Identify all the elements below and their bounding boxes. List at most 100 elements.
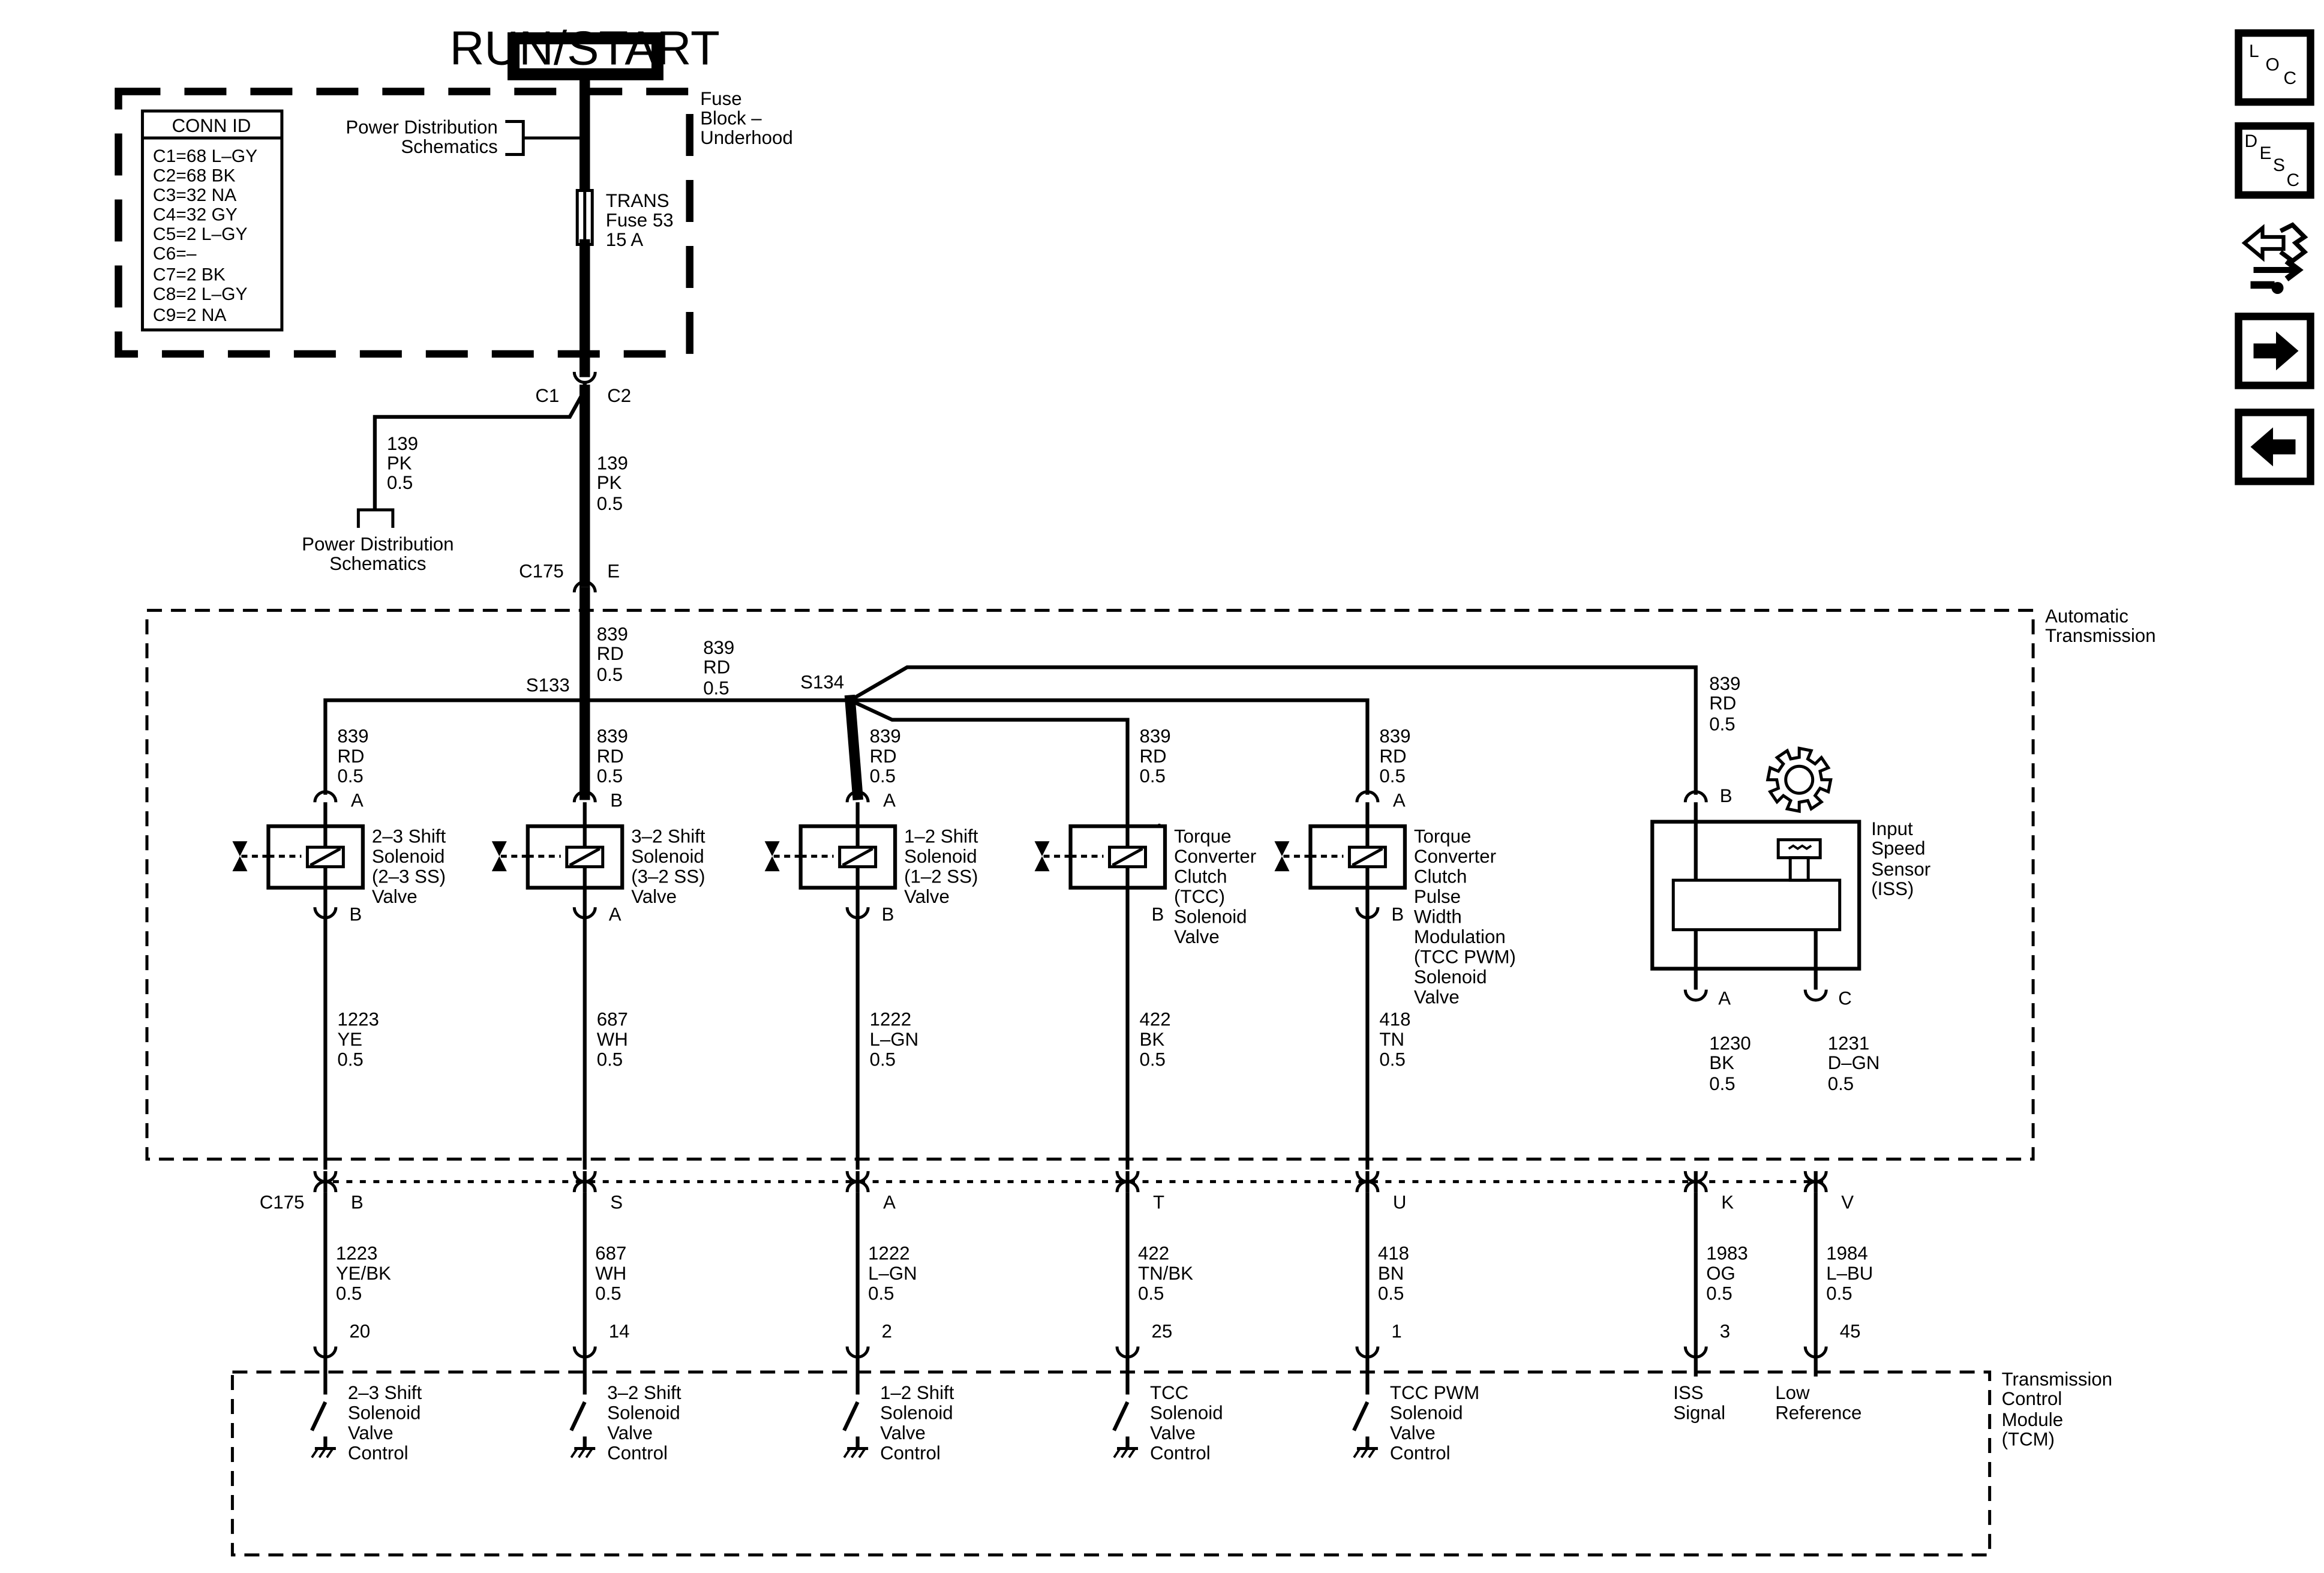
tcm-pin-label: 3 (1720, 1321, 1730, 1342)
tcm-control-label: Control (880, 1442, 941, 1463)
solenoid-name: Valve (631, 886, 677, 907)
wire-label: 0.5 (870, 1049, 896, 1070)
c175-pin-label: U (1393, 1192, 1407, 1213)
top-pin: A (1393, 790, 1406, 811)
wire-label: 0.5 (336, 1283, 362, 1304)
fuse-block-boundary (115, 88, 693, 358)
wire-label: 0.5 (597, 1049, 623, 1070)
wire-label: 839 (337, 725, 368, 746)
wire-label: 0.5 (595, 1283, 621, 1304)
svg-text:L: L (2249, 41, 2259, 61)
solenoid-name: Width (1414, 906, 1462, 927)
tcm-boundary (230, 1370, 1992, 1557)
solenoid-valve-5: 839RD0.5ATorqueConverterClutchPulseWidth… (1274, 725, 1516, 1170)
wire-label: RD (1140, 746, 1167, 767)
loc-button[interactable]: L O C (2235, 29, 2314, 106)
svg-text:C1: C1 (535, 385, 559, 406)
solenoid-name: Solenoid (631, 846, 704, 867)
wire-label: 0.5 (337, 1049, 363, 1070)
tcm-control-label: Valve (1150, 1422, 1196, 1443)
automatic-transmission-label: Automatic Transmission (2045, 605, 2156, 646)
wire-label: 687 (595, 1243, 626, 1264)
wire-label: 839 (597, 725, 628, 746)
tcm-control-label: TCC PWM (1390, 1382, 1479, 1403)
automatic-transmission-boundary (145, 608, 2035, 1161)
wire-label: 0.5 (870, 766, 896, 786)
solenoid-name: Modulation (1414, 926, 1506, 947)
svg-text:S: S (2273, 155, 2285, 175)
iss-feed-wire (849, 665, 1698, 795)
top-pin: B (610, 790, 623, 811)
wire-839-feed: 839 RD 0.5 (597, 623, 628, 685)
solenoid-name: Valve (1414, 987, 1460, 1008)
wire-label: 1222 (870, 1009, 911, 1030)
wire-label: 1983 (1706, 1243, 1747, 1264)
wire-label: 0.5 (1140, 1049, 1166, 1070)
gear-icon (1765, 746, 1833, 813)
svg-text:Schematics: Schematics (329, 553, 426, 574)
wire-label: L–GN (870, 1029, 919, 1050)
switch-icon (842, 1401, 860, 1431)
connector-mark (313, 790, 338, 803)
svg-text:139: 139 (387, 433, 418, 454)
conn-id-row: C5=2 L–GY (153, 224, 248, 244)
tcm-control-label: ISS (1673, 1382, 1703, 1403)
desc-button[interactable]: D E S C (2235, 122, 2314, 199)
wire-label: L–BU (1826, 1263, 1873, 1284)
wire-label: RD (1379, 746, 1406, 767)
wire-label: 839 (1140, 725, 1171, 746)
tcm-control-label: Low (1775, 1382, 1810, 1403)
wire-label: 0.5 (1706, 1283, 1732, 1304)
wrench-arrows-icon[interactable] (2241, 222, 2308, 294)
wire-label: 1984 (1826, 1243, 1867, 1264)
tcm-control-label: Solenoid (607, 1402, 680, 1423)
solenoid-name: 2–3 Shift (372, 826, 446, 847)
tcm-control-label: Reference (1775, 1402, 1861, 1423)
fuse-block-label: Fuse Block – Underhood (700, 88, 793, 148)
s12-feed-wire (844, 694, 864, 801)
wire-label: 0.5 (1140, 766, 1166, 786)
arrow-right-button[interactable] (2235, 313, 2314, 389)
svg-text:C: C (2284, 68, 2297, 88)
svg-text:RD: RD (703, 656, 730, 677)
solenoid-name: Clutch (1174, 866, 1227, 887)
tcm-control-label: Valve (607, 1422, 653, 1443)
conn-id-row: C8=2 L–GY (153, 284, 248, 304)
run-start-label: RUN/START (450, 22, 720, 80)
arrow-left-button[interactable] (2235, 409, 2314, 485)
svg-text:0.5: 0.5 (597, 493, 623, 514)
wire-839-mid: 839 RD 0.5 (703, 637, 734, 698)
wire-label: WH (597, 1029, 628, 1050)
svg-text:15 A: 15 A (606, 229, 644, 250)
wire-label: 1222 (868, 1243, 909, 1264)
solenoid-valve-4: 839RD0.5ATorqueConverterClutch(TCC)Solen… (1034, 725, 1256, 1170)
svg-text:Input: Input (1871, 818, 1913, 839)
power-distribution-ref-bottom[interactable]: Power Distribution Schematics (302, 508, 454, 574)
svg-text:D–GN: D–GN (1828, 1052, 1880, 1073)
solenoid-name: Clutch (1414, 866, 1467, 887)
tcm-control-label: Control (1390, 1442, 1451, 1463)
tcm-pin-label: 1 (1391, 1321, 1401, 1342)
c175-pin-label: A (883, 1192, 896, 1213)
svg-text:Module: Module (2002, 1409, 2063, 1430)
solenoid-name: Torque (1174, 826, 1232, 847)
solenoid-name: Solenoid (1414, 966, 1487, 987)
wire-label: 418 (1379, 1009, 1410, 1030)
valve-icon (232, 841, 248, 872)
svg-text:Power Distribution: Power Distribution (302, 533, 454, 554)
wire-label: BN (1378, 1263, 1404, 1284)
svg-text:Transmission: Transmission (2045, 625, 2156, 646)
wire-label: RD (597, 746, 624, 767)
conn-id-row: C1=68 L–GY (153, 146, 257, 166)
tcm-pin-label: 45 (1840, 1321, 1861, 1342)
power-distribution-ref-top[interactable]: Power Distribution Schematics (346, 117, 588, 157)
svg-text:O: O (2266, 55, 2280, 75)
connector-mark (572, 790, 597, 803)
svg-text:TRANS: TRANS (606, 190, 669, 211)
svg-text:139: 139 (597, 452, 628, 473)
svg-text:Underhood: Underhood (700, 127, 793, 148)
